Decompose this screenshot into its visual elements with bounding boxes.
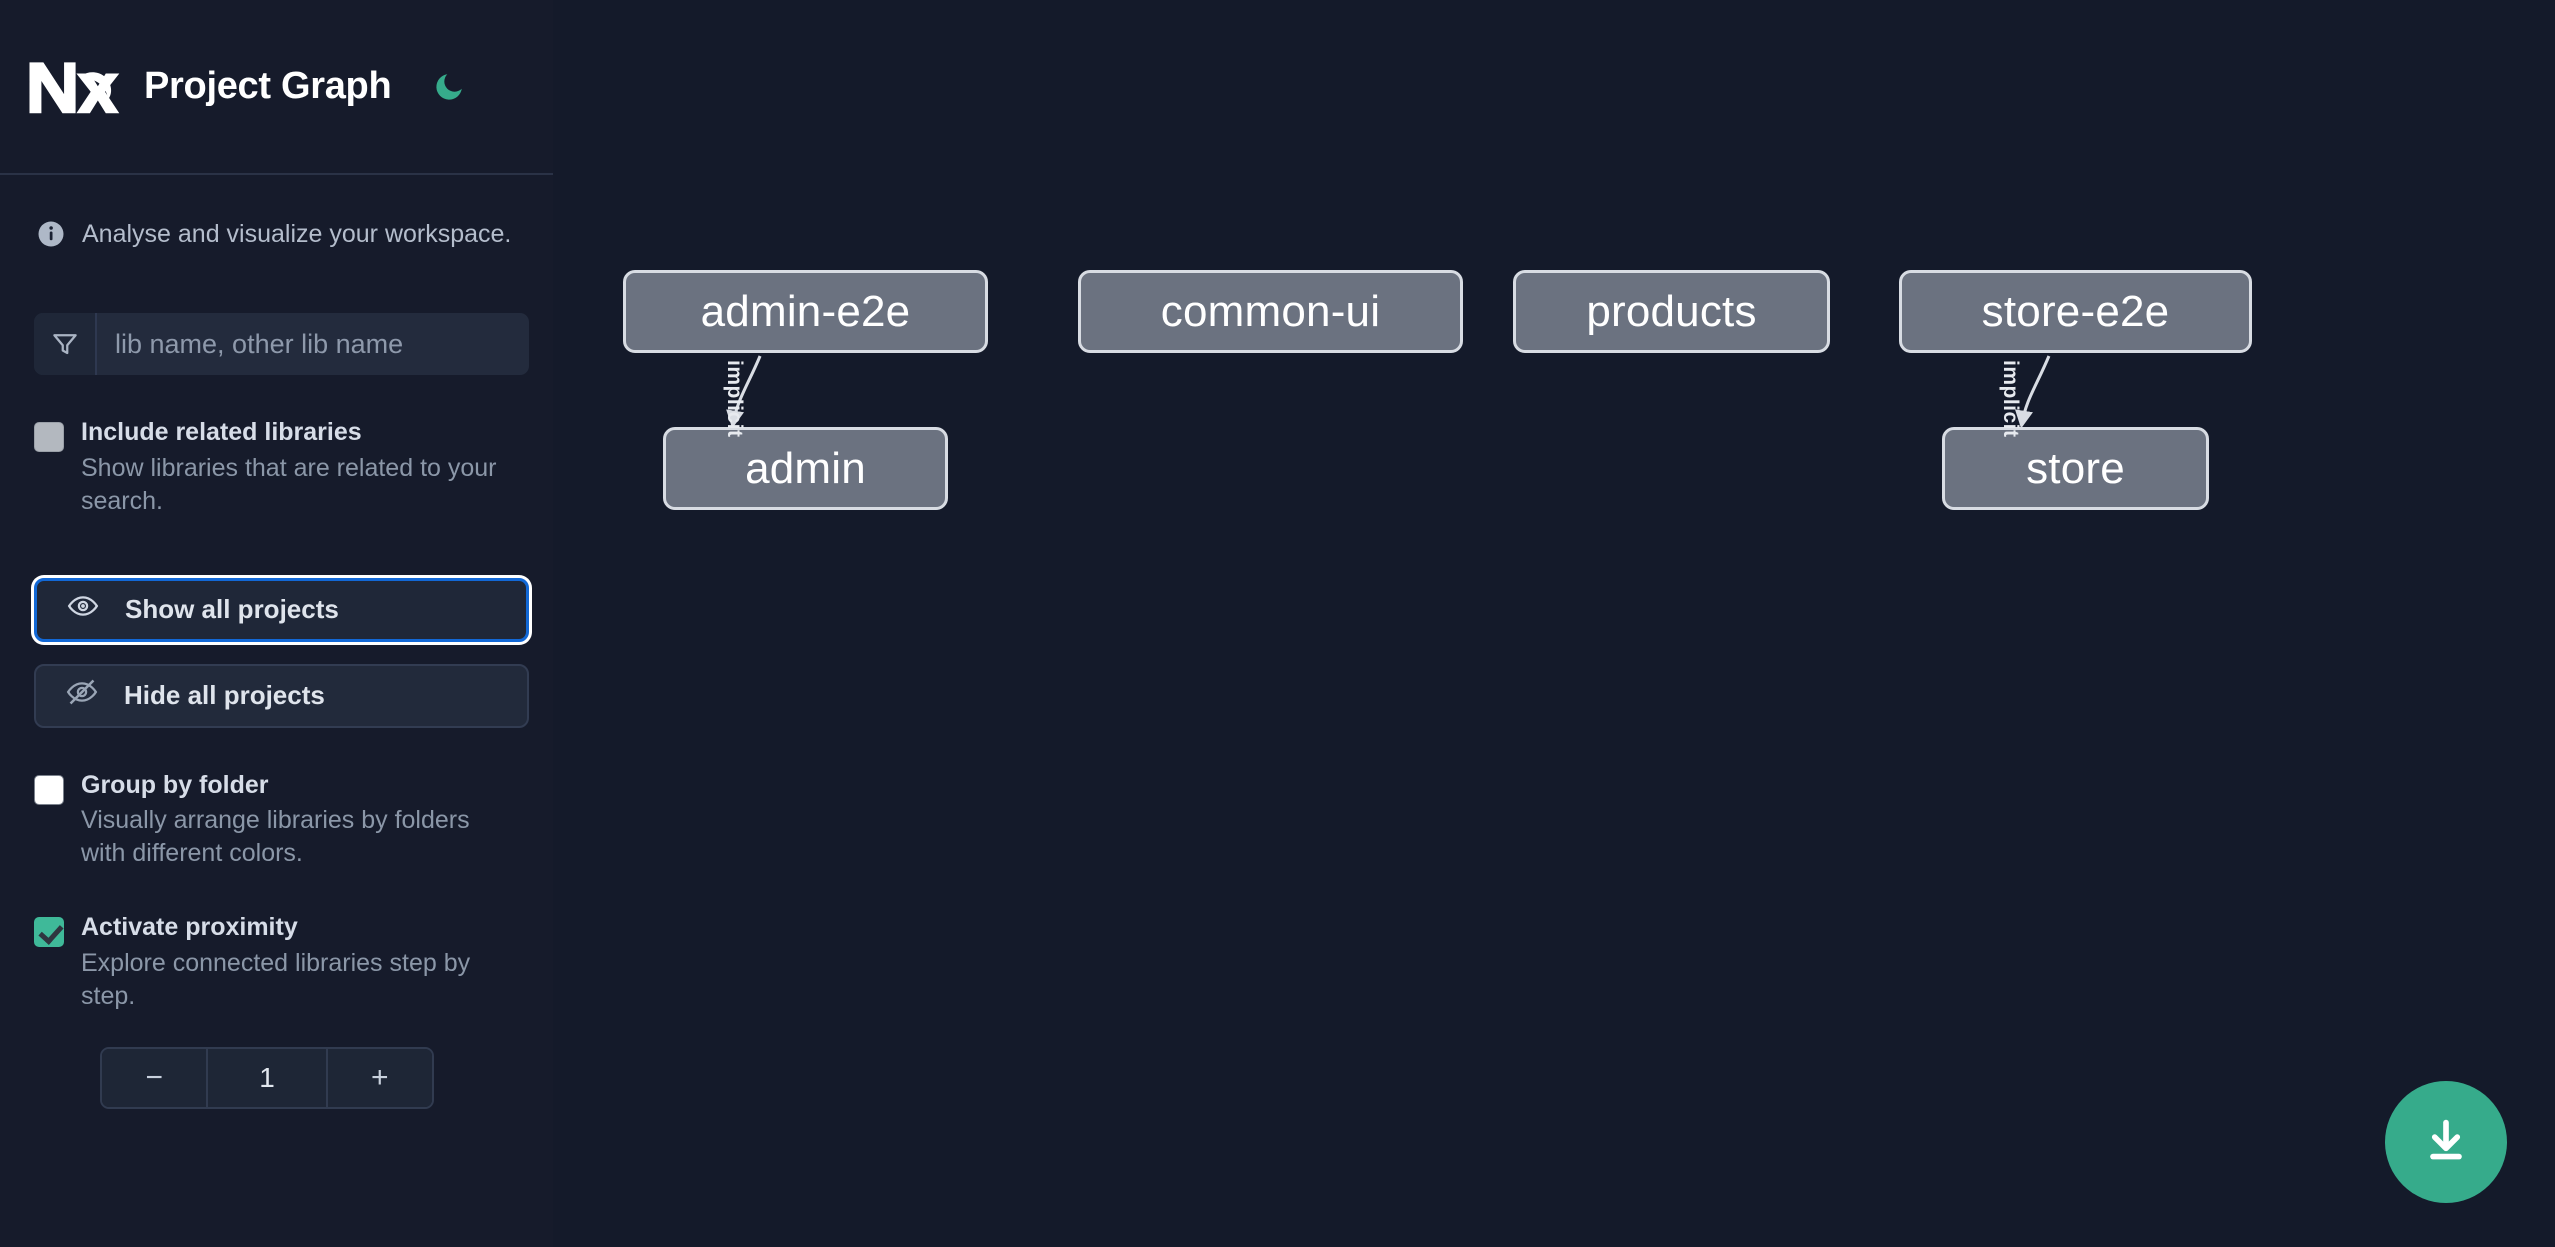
info-circle-icon <box>36 219 66 249</box>
show-all-projects-button[interactable]: Show all projects <box>34 577 529 642</box>
include-related-libraries-description: Show libraries that are related to your … <box>81 453 497 515</box>
include-related-libraries-label: Include related libraries <box>81 418 362 446</box>
tagline: Analyse and visualize your workspace. <box>36 175 519 249</box>
eye-off-icon <box>66 676 98 715</box>
graph-node-label: admin <box>745 443 866 493</box>
sidebar-body: Analyse and visualize your workspace. In… <box>0 175 553 1109</box>
option-activate-proximity: Activate proximity Explore connected lib… <box>34 912 519 1109</box>
graph-canvas[interactable]: admin-e2e admin common-ui products store… <box>553 0 2555 1247</box>
proximity-stepper: − 1 + <box>100 1046 434 1109</box>
app-title: Project Graph <box>144 65 392 107</box>
hide-all-projects-label: Hide all projects <box>124 680 325 710</box>
search-input[interactable] <box>97 313 529 375</box>
graph-node-label: store-e2e <box>1981 286 2170 336</box>
activate-proximity-description: Explore connected libraries step by step… <box>81 948 471 1010</box>
graph-node-products[interactable]: products <box>1513 270 1830 353</box>
filter-search-box[interactable] <box>34 313 529 375</box>
graph-node-admin[interactable]: admin <box>663 427 948 510</box>
graph-node-common-ui[interactable]: common-ui <box>1078 270 1463 353</box>
graph-edges <box>726 355 2051 429</box>
graph-node-label: admin-e2e <box>700 286 911 336</box>
option-include-related-libraries: Include related libraries Show libraries… <box>34 417 519 518</box>
download-button[interactable] <box>2385 1081 2507 1203</box>
graph-node-label: store <box>2026 443 2125 493</box>
hide-all-projects-button[interactable]: Hide all projects <box>34 663 529 728</box>
nx-logo-icon <box>26 56 122 118</box>
tagline-text: Analyse and visualize your workspace. <box>82 219 512 248</box>
edge-store-e2e-to-store <box>2014 355 2051 429</box>
graph-node-store[interactable]: store <box>1942 427 2209 510</box>
group-by-folder-checkbox[interactable] <box>34 774 64 805</box>
funnel-filter-icon <box>34 313 97 375</box>
eye-icon <box>67 590 99 629</box>
activate-proximity-label: Activate proximity <box>81 913 298 941</box>
sidebar: Project Graph Analyse and visualize your… <box>0 0 553 1247</box>
graph-node-label: common-ui <box>1160 286 1381 336</box>
option-group-by-folder: Group by folder Visually arrange librari… <box>34 770 519 871</box>
graph-node-admin-e2e[interactable]: admin-e2e <box>623 270 988 353</box>
group-by-folder-description: Visually arrange libraries by folders wi… <box>81 806 470 867</box>
download-icon <box>2420 1115 2472 1170</box>
activate-proximity-checkbox[interactable] <box>34 917 64 947</box>
include-related-libraries-checkbox[interactable] <box>34 422 64 452</box>
show-all-projects-label: Show all projects <box>125 594 339 624</box>
proximity-increment-button[interactable]: + <box>327 1048 432 1107</box>
edge-label-implicit-store: implicit <box>1999 360 2022 438</box>
graph-node-label: products <box>1586 286 1757 336</box>
proximity-decrement-button[interactable]: − <box>102 1048 207 1107</box>
sidebar-header: Project Graph <box>0 0 553 175</box>
group-by-folder-label: Group by folder <box>81 770 269 799</box>
proximity-value: 1 <box>206 1048 328 1107</box>
graph-node-store-e2e[interactable]: store-e2e <box>1899 270 2252 353</box>
moon-icon[interactable] <box>429 67 469 107</box>
edge-admin-e2e-to-admin <box>726 355 762 429</box>
edge-label-implicit-admin: implicit <box>723 360 746 438</box>
